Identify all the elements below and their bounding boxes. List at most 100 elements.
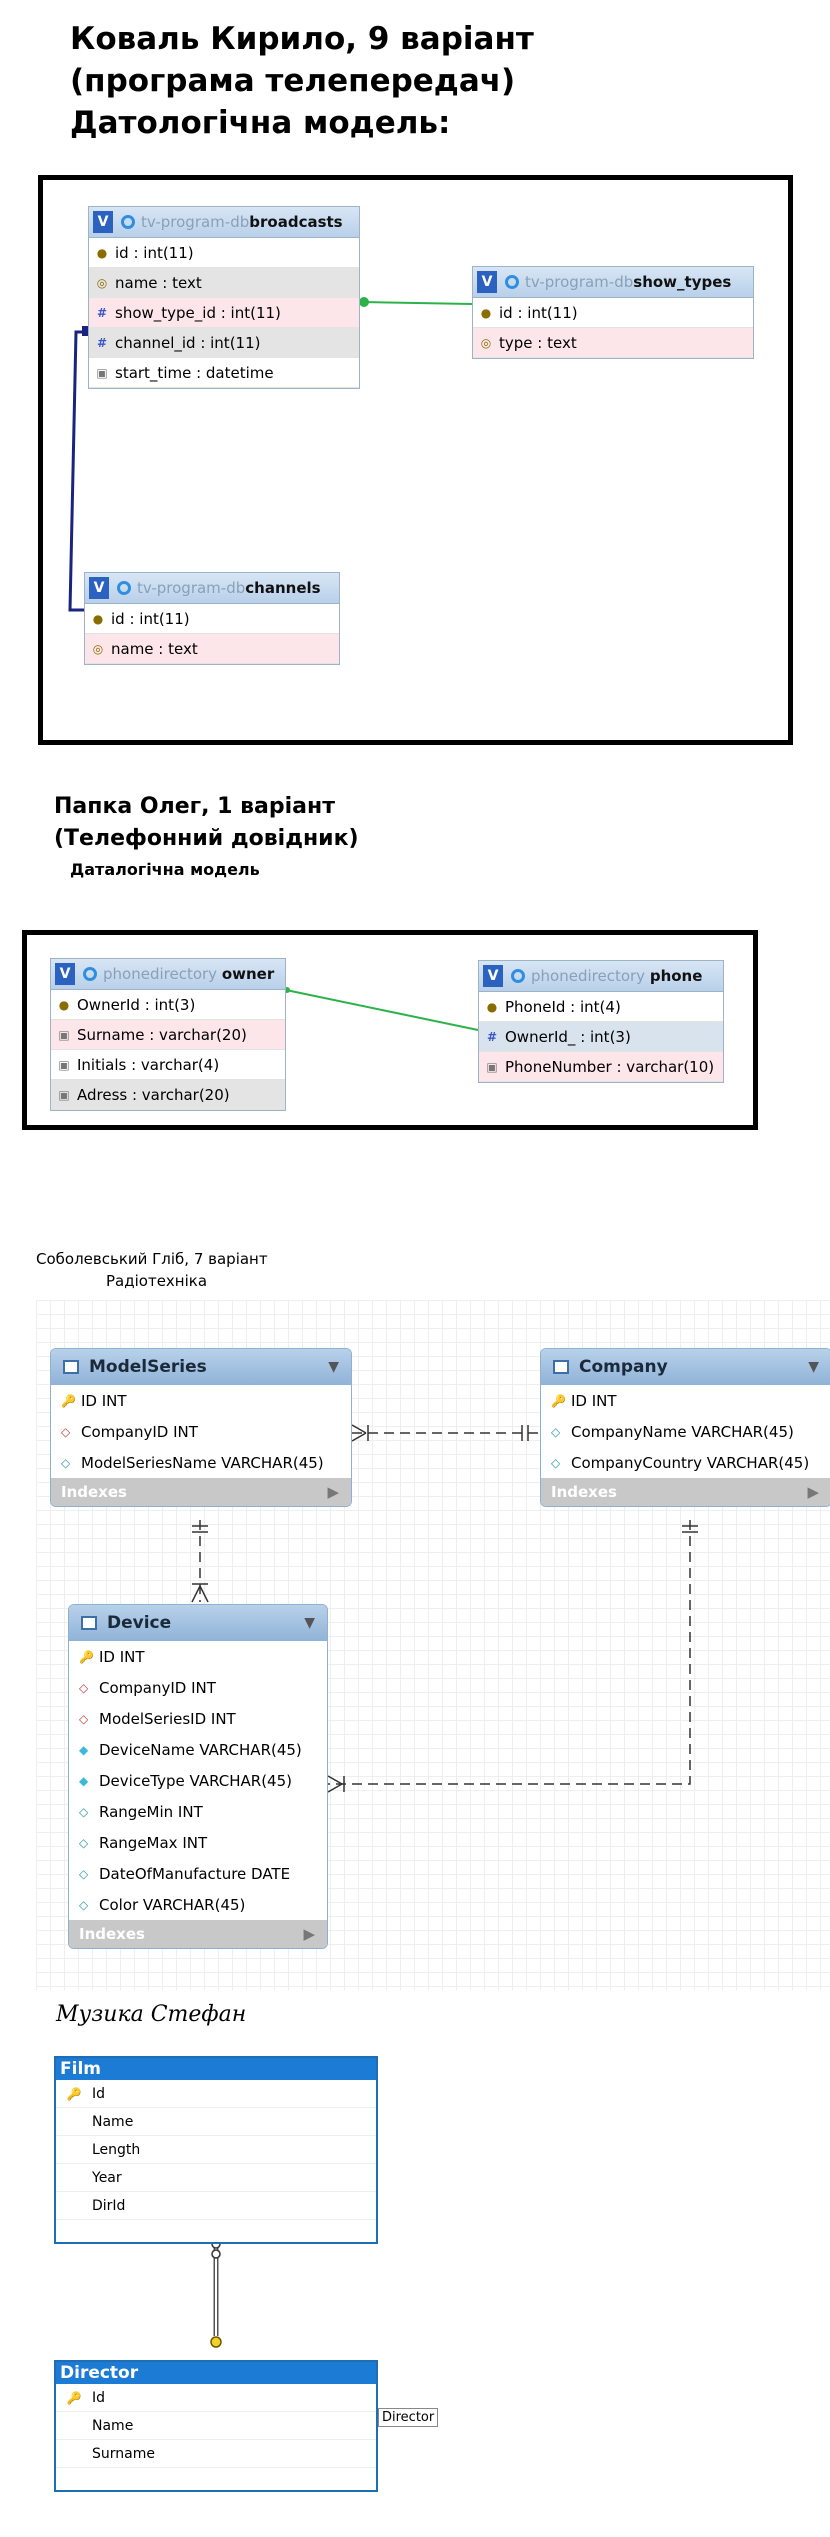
column-row[interactable]: Name <box>56 2108 376 2136</box>
dropdown-arrow-icon[interactable]: ▼ <box>328 1359 339 1375</box>
gear-icon <box>121 215 135 229</box>
key-icon: ● <box>486 999 498 1014</box>
hash-icon: # <box>96 335 108 350</box>
table-header-device[interactable]: Device ▼ <box>69 1605 327 1641</box>
column-row[interactable]: ●id : int(11) <box>89 238 359 268</box>
column-row[interactable]: 🔑ID INT <box>61 1391 127 1410</box>
column-row[interactable]: 🔑Id <box>56 2080 376 2108</box>
indexes-bar[interactable]: Indexes▶ <box>69 1920 327 1948</box>
dropdown-arrow-icon[interactable]: ▼ <box>304 1615 315 1631</box>
key-icon: 🔑 <box>79 1649 94 1664</box>
db-name: tv-program-db <box>141 213 250 231</box>
column-row[interactable]: ◇RangeMax INT <box>79 1833 208 1852</box>
table-modelseries[interactable]: ModelSeries ▼ 🔑ID INT ◇CompanyID INT ◇Mod… <box>50 1348 352 1507</box>
expand-arrow-icon[interactable]: ▶ <box>303 1925 315 1943</box>
column-row[interactable]: Length <box>56 2136 376 2164</box>
column-row[interactable]: ●id : int(11) <box>85 604 339 634</box>
table-name: broadcasts <box>249 213 343 231</box>
column-row[interactable]: ▣start_time : datetime <box>89 358 359 388</box>
column-row[interactable]: ▣Initials : varchar(4) <box>51 1050 285 1080</box>
key-icon: ◎ <box>92 641 104 656</box>
heading-topic-1: (програма телепередач) <box>70 63 516 99</box>
table-owner[interactable]: V phonedirectory owner ●OwnerId : int(3)… <box>50 958 286 1111</box>
column-icon: ◇ <box>551 1455 561 1470</box>
column-row[interactable]: ◇Color VARCHAR(45) <box>79 1895 246 1914</box>
expand-arrow-icon[interactable]: ▶ <box>327 1483 339 1501</box>
table-device[interactable]: Device ▼ 🔑ID INT ◇CompanyID INT ◇ModelSer… <box>68 1604 328 1949</box>
column-row[interactable]: ◇CompanyName VARCHAR(45) <box>551 1422 794 1441</box>
column-row[interactable]: Year <box>56 2164 376 2192</box>
column-row[interactable]: DirId <box>56 2192 376 2220</box>
column-row[interactable]: #OwnerId_ : int(3) <box>479 1022 723 1052</box>
expand-arrow-icon[interactable]: ▶ <box>807 1483 819 1501</box>
column-row[interactable]: ▣PhoneNumber : varchar(10) <box>479 1052 723 1082</box>
column-row[interactable]: ◇CompanyID INT <box>61 1422 198 1441</box>
table-company[interactable]: Company ▼ 🔑ID INT ◇CompanyName VARCHAR(45… <box>540 1348 830 1507</box>
table-director[interactable]: Director 🔑Id Name Surname <box>54 2360 378 2492</box>
column-row[interactable]: ◆DeviceName VARCHAR(45) <box>79 1740 302 1759</box>
key-icon: ● <box>58 997 70 1012</box>
column-row[interactable]: ◆DeviceType VARCHAR(45) <box>79 1771 292 1790</box>
column-row[interactable]: ◎name : text <box>89 268 359 298</box>
column-row[interactable]: ◇CompanyCountry VARCHAR(45) <box>551 1453 810 1472</box>
column-row[interactable]: Name <box>56 2412 376 2440</box>
key-icon: ● <box>92 611 104 626</box>
gear-icon <box>505 275 519 289</box>
collapse-icon[interactable]: V <box>483 965 503 987</box>
column-row[interactable]: ◎type : text <box>473 328 753 358</box>
column-row[interactable]: ◇DateOfManufacture DATE <box>79 1864 291 1883</box>
table-name: ModelSeries <box>89 1357 207 1377</box>
heading-author-3: Соболевський Гліб, 7 варіант <box>36 1250 268 1268</box>
db-name: phonedirectory <box>103 965 218 983</box>
column-row[interactable]: ●OwnerId : int(3) <box>51 990 285 1020</box>
table-header-film[interactable]: Film <box>56 2058 376 2080</box>
table-film[interactable]: Film 🔑Id Name Length Year DirId <box>54 2056 378 2244</box>
column-row[interactable]: ●id : int(11) <box>473 298 753 328</box>
table-header-owner[interactable]: V phonedirectory owner <box>51 959 285 990</box>
table-name: Device <box>107 1613 172 1633</box>
collapse-icon[interactable]: V <box>477 271 497 293</box>
indexes-bar[interactable]: Indexes▶ <box>541 1478 830 1506</box>
key-icon: ● <box>96 245 108 260</box>
dropdown-arrow-icon[interactable]: ▼ <box>808 1359 819 1375</box>
table-header-director[interactable]: Director <box>56 2362 376 2384</box>
column-row[interactable]: 🔑ID INT <box>551 1391 617 1410</box>
column-row[interactable]: 🔑ID INT <box>79 1647 145 1666</box>
db-name: phonedirectory <box>531 967 646 985</box>
column-row[interactable]: #show_type_id : int(11) <box>89 298 359 328</box>
column-icon: ◇ <box>79 1804 89 1819</box>
heading-author-2: Папка Олег, 1 варіант <box>54 794 335 819</box>
column-row[interactable]: 🔑Id <box>56 2384 376 2412</box>
table-name: Company <box>579 1357 668 1377</box>
table-name: show_types <box>633 273 732 291</box>
column-row[interactable]: ◇ModelSeriesID INT <box>79 1709 236 1728</box>
collapse-icon[interactable]: V <box>93 211 113 233</box>
column-row[interactable]: ◇CompanyID INT <box>79 1678 216 1697</box>
column-row[interactable]: ◇ModelSeriesName VARCHAR(45) <box>61 1453 324 1472</box>
collapse-icon[interactable]: V <box>55 963 75 985</box>
column-row[interactable]: #channel_id : int(11) <box>89 328 359 358</box>
relation-dot-show-type <box>359 297 369 307</box>
column-row[interactable]: ▣Surname : varchar(20) <box>51 1020 285 1050</box>
key-icon: 🔑 <box>66 2390 82 2405</box>
column-row[interactable]: Surname <box>56 2440 376 2468</box>
table-header-modelseries[interactable]: ModelSeries ▼ <box>51 1349 351 1385</box>
column-row[interactable]: ◎name : text <box>85 634 339 664</box>
column-row[interactable]: ▣Adress : varchar(20) <box>51 1080 285 1110</box>
table-header-company[interactable]: Company ▼ <box>541 1349 830 1385</box>
indexes-bar[interactable]: Indexes▶ <box>51 1478 351 1506</box>
relation-channel <box>68 330 88 612</box>
table-phone[interactable]: V phonedirectory phone ●PhoneId : int(4)… <box>478 960 724 1083</box>
table-name: phone <box>649 967 703 985</box>
table-header-phone[interactable]: V phonedirectory phone <box>479 961 723 992</box>
column-row[interactable]: ◇RangeMin INT <box>79 1802 203 1821</box>
collapse-icon[interactable]: V <box>89 577 109 599</box>
column-row[interactable]: ●PhoneId : int(4) <box>479 992 723 1022</box>
relation-owner-phone <box>285 989 479 1031</box>
